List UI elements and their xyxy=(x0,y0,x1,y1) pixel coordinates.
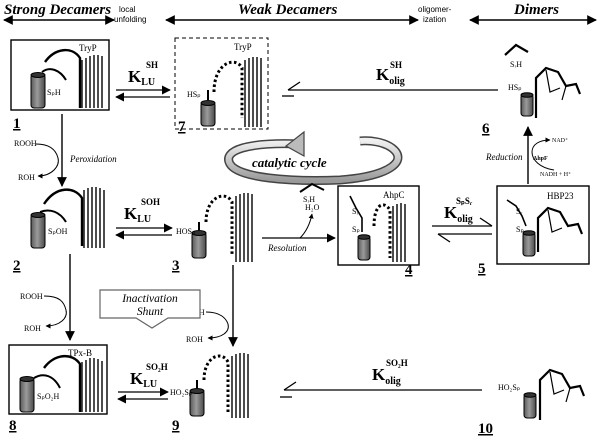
state-3-site: HOSₚ xyxy=(176,227,195,236)
state-2: SₚOH 2 xyxy=(13,187,105,274)
header-dimers: Dimers xyxy=(513,2,559,18)
equilibrium-2-3: KLU SOH xyxy=(115,197,173,240)
state-5-box-label: HBP23 xyxy=(547,191,574,201)
catalytic-cycle: catalytic cycle xyxy=(224,130,403,185)
state-10: HO₂Sₚ 10 xyxy=(478,368,586,437)
roh-3: ROH xyxy=(186,335,203,344)
state-3-number: 3 xyxy=(172,258,180,274)
state-10-number: 10 xyxy=(478,421,493,437)
k-lu-soh-sup: SOH xyxy=(141,197,160,207)
state-8: TPx-B SₚO₂H 8 xyxy=(8,344,108,434)
state-10-site: HO₂Sₚ xyxy=(498,383,520,392)
k-lu-sh: KLU xyxy=(128,67,155,88)
peroxidation-arrow: ROOH ROH Peroxidation xyxy=(14,114,117,187)
inactivation-label-1: Inactivation xyxy=(121,293,178,305)
k-lu-so2h: KLU xyxy=(130,369,157,390)
header-olig-1: oligomer- xyxy=(418,5,452,14)
state-1: TryP SₚH 1 xyxy=(10,39,110,132)
roh-2: ROH xyxy=(24,324,41,333)
state-9-site: HO₂Sₚ xyxy=(170,388,192,397)
header-local-1: local xyxy=(119,5,136,14)
state-5-number: 5 xyxy=(478,261,486,277)
ahpf-label: AhpF xyxy=(533,156,548,162)
resolution-label: Resolution xyxy=(267,243,307,253)
reduction-arrow: NAD⁺ AhpF NADH + H⁺ Reduction xyxy=(485,126,571,184)
beta-sheet-lines xyxy=(81,55,103,108)
k-olig-spsr: Kolig xyxy=(444,203,473,225)
state-7-box-label: TryP xyxy=(234,42,252,52)
inactivation-label-2: Shunt xyxy=(137,306,164,318)
header-weak-decamers: Weak Decamers xyxy=(238,2,337,18)
header-row: Strong Decamers local unfolding Weak Dec… xyxy=(3,2,597,25)
peroxidation-label: Peroxidation xyxy=(69,154,117,164)
k-olig-so2h-sup: SO₂H xyxy=(386,358,408,368)
state-4-site-r: Sᵣ xyxy=(352,207,358,216)
state-7-site: HSₚ xyxy=(187,90,201,99)
k-olig-sh: Kolig xyxy=(376,65,405,87)
reduction-label: Reduction xyxy=(485,152,523,162)
k-lu-sh-sup: SH xyxy=(146,60,158,70)
state-1-box-label: TryP xyxy=(79,43,97,53)
state-2-site: SₚOH xyxy=(48,227,68,236)
state-4: AhpC Sᵣ Sₚ 4 xyxy=(337,185,420,278)
rooh-2: ROOH xyxy=(20,292,43,301)
nadh-label: NADH + H⁺ xyxy=(540,171,571,178)
state-7-number: 7 xyxy=(178,119,186,135)
state-6-site-p: HSₚ xyxy=(508,83,522,92)
header-strong-decamers: Strong Decamers xyxy=(4,2,111,18)
nad-label: NAD⁺ xyxy=(552,137,568,144)
state-8-box-label: TPx-B xyxy=(68,348,92,358)
catalytic-cycle-label: catalytic cycle xyxy=(252,155,327,170)
k-lu-soh: KLU xyxy=(124,204,151,225)
k-lu-so2h-sup: SO₂H xyxy=(146,362,168,372)
state-9: HO₂Sₚ 9 xyxy=(170,353,249,434)
state-4-number: 4 xyxy=(405,262,413,278)
state-6-site-r: SᵣH xyxy=(510,60,522,69)
equilibrium-1-7: KLU SH xyxy=(115,60,171,102)
equilibrium-4-5: Kolig SₚSᵣ xyxy=(432,196,493,243)
state-2-number: 2 xyxy=(13,258,21,274)
resolution-arrow: SᵣH H₂O Resolution xyxy=(262,182,336,253)
state-7: TryP HSₚ 7 xyxy=(174,37,269,135)
k-olig-sh-sup: SH xyxy=(390,60,402,70)
k-olig-spsr-sup: SₚSᵣ xyxy=(456,196,473,206)
equilibrium-8-9: KLU SO₂H xyxy=(117,362,169,404)
equilibrium-7-6: Kolig SH xyxy=(282,60,498,97)
header-olig-2: ization xyxy=(423,15,446,24)
state-5: HBP23 Sᵣ Sₚ 5 xyxy=(478,185,590,277)
state-4-box-label: AhpC xyxy=(383,190,405,200)
rooh-1: ROOH xyxy=(14,139,37,148)
equilibrium-9-10: Kolig SO₂H xyxy=(280,358,482,398)
inactivation-shunt-callout: Inactivation Shunt xyxy=(99,289,201,329)
state-5-site-r: Sᵣ xyxy=(516,207,522,216)
state-8-site: SₚO₂H xyxy=(37,392,59,401)
state-5-site-p: Sₚ xyxy=(516,225,524,234)
state-1-site: SₚH xyxy=(47,88,61,97)
state-4-site-p: Sₚ xyxy=(352,225,360,234)
srh-4: SᵣH xyxy=(303,195,315,204)
state-9-number: 9 xyxy=(172,418,180,434)
state-8-number: 8 xyxy=(9,418,17,434)
state-3: HOSₚ 3 xyxy=(172,193,253,274)
state-6: SᵣH HSₚ 6 xyxy=(482,43,582,137)
k-olig-so2h: Kolig xyxy=(372,365,401,387)
state-1-number: 1 xyxy=(13,116,21,132)
roh-1: ROH xyxy=(18,173,35,182)
h2o-label: H₂O xyxy=(305,203,320,212)
header-local-2: unfolding xyxy=(114,15,146,24)
state-6-number: 6 xyxy=(482,121,490,137)
